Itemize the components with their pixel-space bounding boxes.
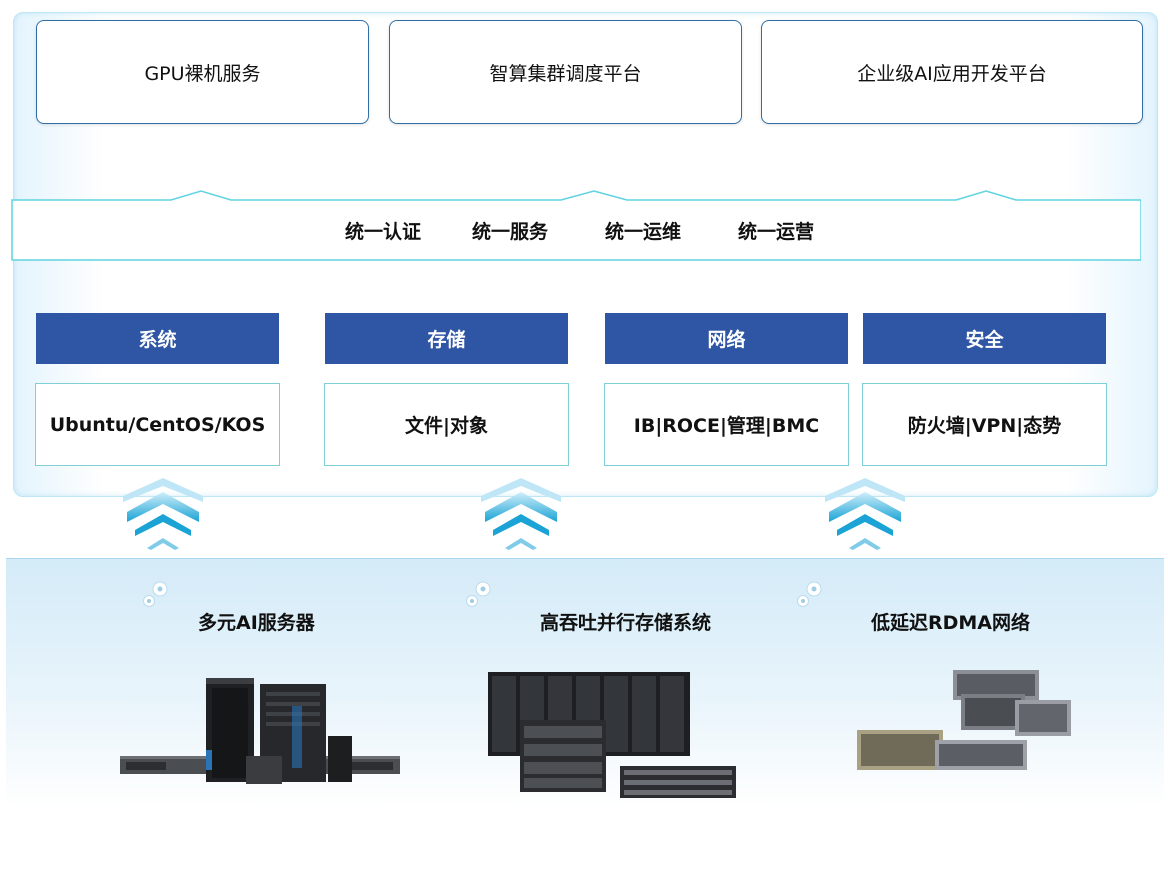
unified-ops: 统一运维 [605,220,682,243]
storage-system-image [488,672,736,798]
unified-services-bar: 统一认证 统一服务 统一运维 统一运营 [11,187,1141,261]
category-header-security: 安全 [863,313,1106,364]
platform-box-ai-dev: 企业级AI应用开发平台 [761,20,1143,124]
chevron-up-icon [481,478,561,550]
infra-title-ai-server: 多元AI服务器 [198,612,315,634]
category-content-network: IB|ROCE|管理|BMC [604,383,849,466]
chevron-up-icon [825,478,905,550]
unified-operation: 统一运营 [738,220,815,243]
category-header-network: 网络 [605,313,848,364]
rdma-network-image [857,670,1071,770]
unified-auth: 统一认证 [345,220,422,243]
gear-icon [466,581,491,607]
platform-label: 企业级AI应用开发平台 [857,62,1047,85]
unified-bar-frame [11,190,1141,261]
chevron-up-icon [123,478,203,550]
unified-service: 统一服务 [472,220,549,243]
platform-box-gpu: GPU裸机服务 [36,20,369,124]
platform-label: GPU裸机服务 [144,62,261,85]
gear-icon [797,581,822,607]
category-content-system: Ubuntu/CentOS/KOS [35,383,280,466]
category-header-storage: 存储 [325,313,568,364]
category-content-storage: 文件|对象 [324,383,569,466]
category-content-security: 防火墙|VPN|态势 [862,383,1107,466]
ai-server-image [120,678,400,784]
platform-box-scheduler: 智算集群调度平台 [389,20,742,124]
infra-title-storage: 高吞吐并行存储系统 [540,612,712,634]
infra-title-rdma-network: 低延迟RDMA网络 [871,612,1031,634]
gear-icon [143,581,168,607]
platform-label: 智算集群调度平台 [489,62,642,85]
category-header-system: 系统 [36,313,279,364]
